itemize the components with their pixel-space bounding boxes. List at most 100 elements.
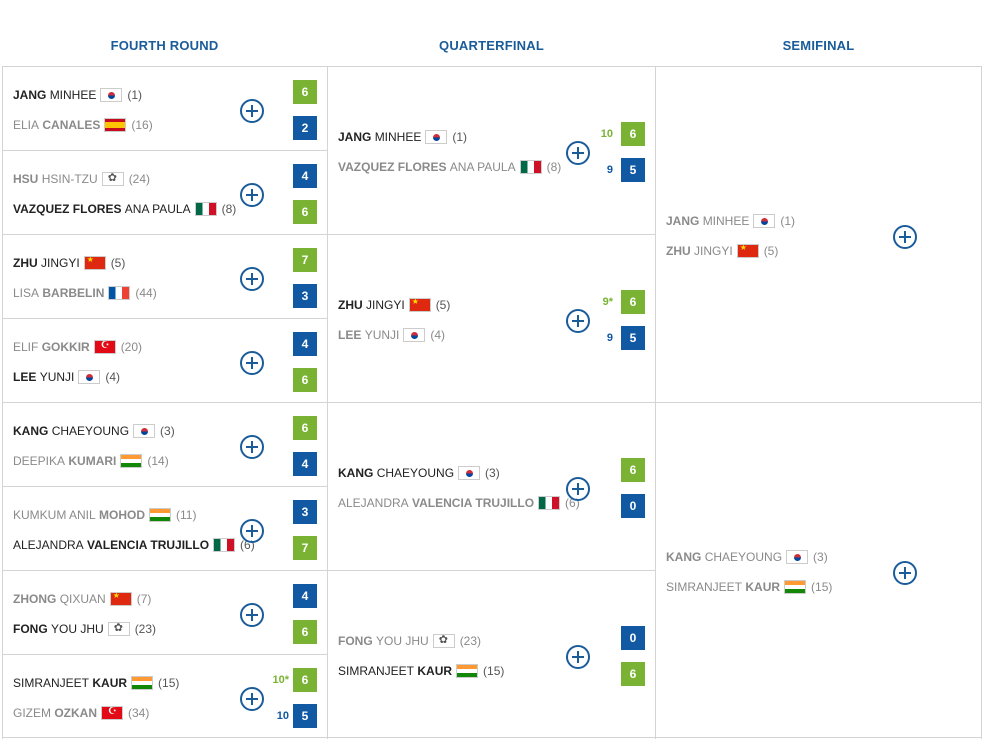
player-given-name: ELIF	[13, 340, 39, 354]
flag-mex-icon	[213, 538, 236, 552]
tiebreak-score: 9*	[602, 296, 613, 308]
player-surname: MOHOD	[99, 508, 146, 522]
match-cell: ZHU JINGYI(5)LISA BARBELIN(44)73	[3, 234, 327, 318]
player-surname: JANG	[13, 88, 47, 102]
tiebreak-score: 10*	[272, 674, 289, 686]
player-given-name: JINGYI	[366, 298, 405, 312]
set-score: 2	[293, 116, 317, 140]
plus-circle-icon[interactable]	[566, 645, 590, 669]
player-given-name: GIZEM	[13, 706, 51, 720]
flag-kor-icon	[458, 466, 481, 480]
match-cell: KANG CHAEYOUNG(3) ALEJANDRA VALENCIA TRUJ…	[328, 402, 655, 570]
quarterfinal-column: JANG MINHEE(1)VAZQUEZ FLORES ANA PAULA(8…	[327, 66, 656, 739]
match-cell: SIMRANJEET KAUR(15)GIZEM OZKAN(34)6510*1…	[3, 654, 327, 738]
flag-tur-icon	[101, 706, 124, 720]
player-surname: KANG	[338, 466, 374, 480]
plus-circle-icon[interactable]	[240, 351, 264, 375]
player-given-name: YOU JHU	[376, 634, 429, 648]
flag-chn-icon	[408, 298, 431, 312]
player-given-name: ANA PAULA	[449, 160, 516, 174]
plus-circle-icon[interactable]	[893, 225, 917, 249]
player-surname: VALENCIA TRUJILLO	[412, 496, 535, 510]
plus-circle-icon[interactable]	[240, 603, 264, 627]
match-cell: JANG MINHEE(1)ZHU JINGYI(5)	[656, 66, 981, 402]
flag-chn-icon	[83, 256, 106, 270]
flag-kor-icon	[403, 328, 426, 342]
plus-circle-icon[interactable]	[240, 267, 264, 291]
player-given-name: JINGYI	[694, 244, 733, 258]
player-name: ZHU JINGYI(5)	[666, 243, 778, 259]
match-cell: ELIF GOKKIR(20)LEE YUNJI(4)46	[3, 318, 327, 402]
player-name: LEE YUNJI(4)	[338, 327, 445, 343]
player-surname: JANG	[666, 214, 700, 228]
set-score: 6	[293, 200, 317, 224]
flag-esp-icon	[104, 118, 127, 132]
plus-circle-icon[interactable]	[566, 141, 590, 165]
player-seed: (44)	[135, 286, 157, 300]
player-seed: (3)	[160, 424, 175, 438]
set-score: 6	[621, 458, 645, 482]
set-score: 4	[293, 332, 317, 356]
player-name: LEE YUNJI(4)	[13, 369, 120, 385]
tiebreak-score: 10	[600, 128, 613, 140]
player-seed: (3)	[813, 550, 828, 564]
player-seed: (5)	[435, 298, 451, 312]
player-name: KANG CHAEYOUNG(3)	[338, 465, 500, 481]
set-score: 5	[621, 158, 645, 182]
player-name: ALEJANDRA VALENCIA TRUJILLO(6)	[338, 495, 580, 511]
player-name: KANG CHAEYOUNG(3)	[666, 549, 828, 565]
player-name: GIZEM OZKAN (34)	[13, 705, 149, 721]
player-surname: FONG	[13, 622, 48, 636]
player-given-name: LISA	[13, 286, 40, 300]
plus-circle-icon[interactable]	[240, 435, 264, 459]
player-name: LISA BARBELIN (44)	[13, 285, 157, 301]
player-surname: KAUR	[417, 664, 453, 678]
match-cell: HSU HSIN-TZU(24)VAZQUEZ FLORES ANA PAULA…	[3, 150, 327, 234]
plus-circle-icon[interactable]	[240, 99, 264, 123]
plus-circle-icon[interactable]	[566, 309, 590, 333]
flag-mex-icon	[538, 496, 561, 510]
plus-circle-icon[interactable]	[240, 183, 264, 207]
set-score: 6	[621, 662, 645, 686]
player-name: ZHU JINGYI(5)	[338, 297, 450, 313]
player-surname: ZHONG	[13, 592, 57, 606]
player-seed: (11)	[176, 508, 197, 522]
player-surname: BARBELIN	[42, 286, 105, 300]
player-name: KUMKUM ANIL MOHOD(11)	[13, 507, 196, 523]
player-seed: (5)	[763, 244, 779, 258]
plus-circle-icon[interactable]	[893, 561, 917, 585]
player-surname: OZKAN	[54, 706, 98, 720]
plus-circle-icon[interactable]	[566, 477, 590, 501]
player-surname: LEE	[13, 370, 37, 384]
player-surname: FONG	[338, 634, 373, 648]
match-cell: JANG MINHEE(1)VAZQUEZ FLORES ANA PAULA(8…	[328, 66, 655, 234]
player-given-name: YUNJI	[364, 328, 400, 342]
plus-circle-icon[interactable]	[240, 687, 264, 711]
player-given-name: CHAEYOUNG	[704, 550, 783, 564]
set-score: 7	[293, 248, 317, 272]
match-cell: FONG YOU JHU(23)SIMRANJEET KAUR(15)06	[328, 570, 655, 738]
player-name: DEEPIKA KUMARI(14)	[13, 453, 169, 469]
player-surname: CANALES	[42, 118, 101, 132]
player-seed: (1)	[780, 214, 796, 228]
flag-ind-icon	[131, 676, 154, 690]
player-surname: VALENCIA TRUJILLO	[87, 538, 210, 552]
player-given-name: DEEPIKA	[13, 454, 66, 468]
plus-circle-icon[interactable]	[240, 519, 264, 543]
header-semifinal: SEMIFINAL	[782, 38, 855, 53]
flag-ind-icon	[456, 664, 479, 678]
player-name: JANG MINHEE(1)	[666, 213, 795, 229]
player-given-name: SIMRANJEET	[338, 664, 415, 678]
flag-ind-icon	[784, 580, 807, 594]
player-name: ELIF GOKKIR(20)	[13, 339, 142, 355]
player-seed: (34)	[128, 706, 150, 720]
player-seed: (23)	[459, 634, 482, 648]
player-name: KANG CHAEYOUNG(3)	[13, 423, 175, 439]
player-surname: VAZQUEZ FLORES	[13, 202, 122, 216]
player-given-name: SIMRANJEET	[13, 676, 90, 690]
flag-kor-icon	[78, 370, 101, 384]
player-seed: (7)	[136, 592, 152, 606]
player-seed: (15)	[811, 580, 833, 594]
player-given-name: QIXUAN	[59, 592, 106, 606]
